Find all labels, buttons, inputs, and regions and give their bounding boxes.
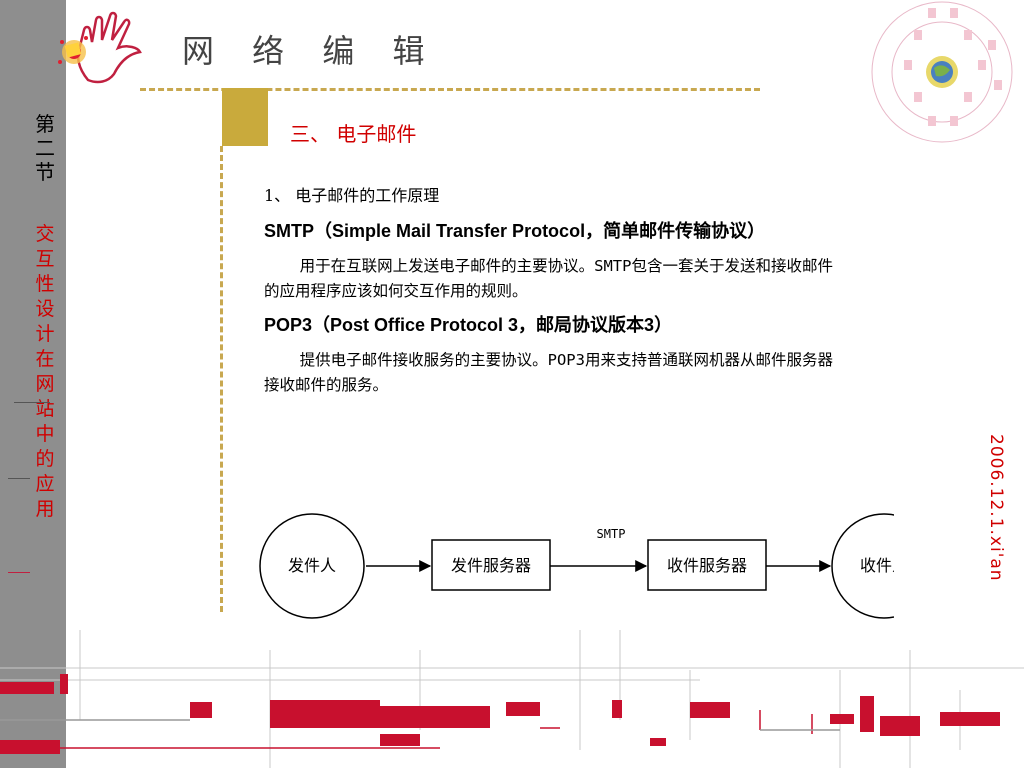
decorative-globe-pattern [871, 1, 1013, 143]
bottom-decorative-pattern [0, 630, 1024, 768]
header-title: 网 络 编 辑 [182, 32, 439, 70]
sidebar-divider [8, 478, 30, 479]
sidebar [0, 0, 66, 768]
gold-accent-block [222, 88, 268, 146]
header-divider [140, 88, 760, 91]
main-content: 1、 电子邮件的工作原理 SMTP（Simple Mail Transfer P… [264, 182, 834, 406]
pop3-heading: POP3（Post Office Protocol 3，邮局协议版本3） [264, 315, 673, 335]
hand-logo-icon [58, 11, 142, 84]
recv-server-label: 收件服务器 [667, 556, 747, 575]
section-topic: 交互性设计在网站中的应用 [35, 223, 55, 520]
date-label: 2006.12.1.xi'an [986, 434, 1006, 582]
vertical-divider [220, 146, 223, 612]
recv-server-node [647, 539, 767, 591]
smtp-heading: SMTP（Simple Mail Transfer Protocol，简单邮件传… [264, 221, 766, 241]
sidebar-divider [8, 572, 30, 573]
send-server-label: 发件服务器 [451, 556, 531, 575]
smtp-description: 用于在互联网上发送电子邮件的主要协议。SMTP包含一套关于发送和接收邮件的应用程… [264, 257, 833, 300]
section-label: 第二节 [35, 112, 55, 184]
receiver-label: 收件人 [860, 556, 894, 575]
sender-node [259, 513, 365, 619]
section-heading: 三、 电子邮件 [290, 122, 417, 146]
smtp-label: SMTP [597, 527, 626, 541]
send-server-node [431, 539, 551, 591]
sidebar-divider [14, 402, 50, 403]
email-flow-diagram: 发件人 发件服务器 SMTP 收件服务器 收件人 [259, 513, 894, 619]
item-title: 1、 电子邮件的工作原理 [264, 186, 440, 205]
pop3-description: 提供电子邮件接收服务的主要协议。POP3用来支持普通联网机器从邮件服务器接收邮件… [264, 351, 833, 394]
sender-label: 发件人 [288, 556, 336, 575]
receiver-node [831, 513, 894, 619]
